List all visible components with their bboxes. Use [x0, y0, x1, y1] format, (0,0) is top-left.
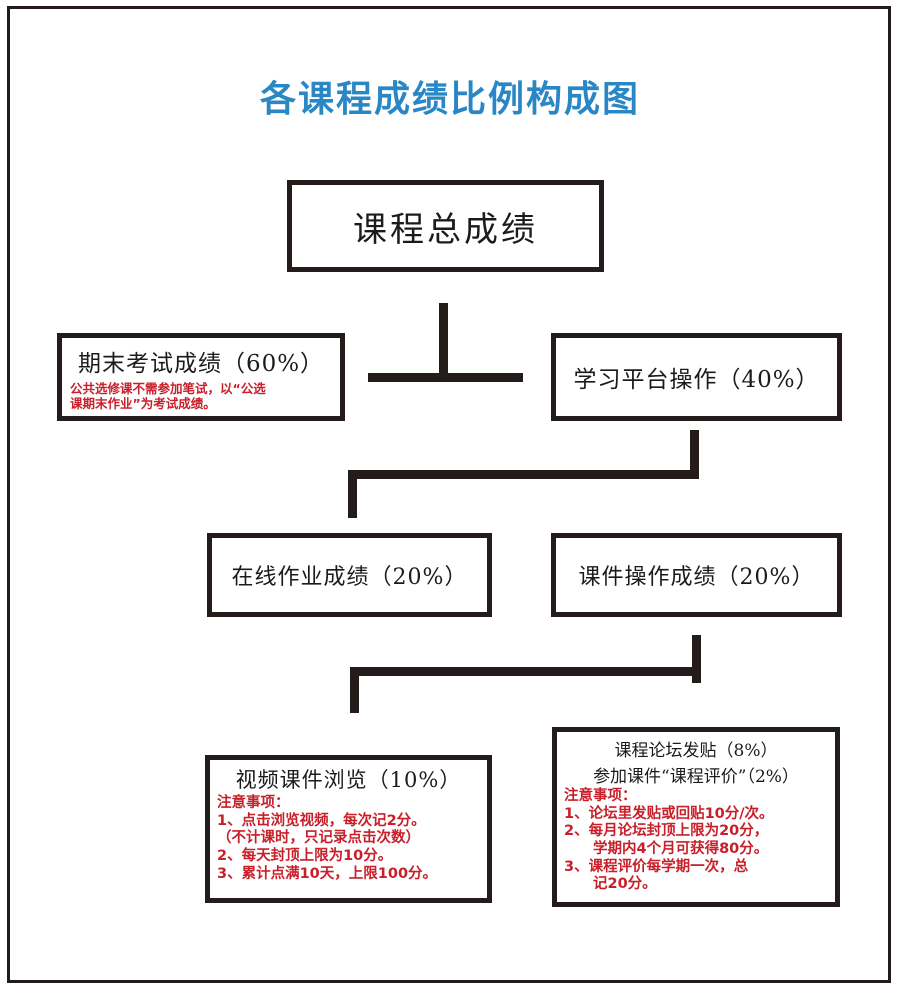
node-online-homework-label: 在线作业成绩（20%）: [231, 565, 468, 590]
node-video-browse-note: 注意事项： 1、点击浏览视频，每次记2分。 （不计课时，只记录点击次数） 2、每…: [217, 795, 438, 882]
connector-courseware-crossbar: [350, 667, 701, 676]
node-courseware-operation-label: 课件操作成绩（20%）: [578, 565, 815, 590]
node-final-exam-note: 公共选修课不需参加笔试，以“公选 课期末作业”为考试成绩。: [70, 381, 266, 412]
page-title: 各课程成绩比例构成图: [259, 79, 640, 120]
node-platform-operation[interactable]: 学习平台操作（40%）: [551, 333, 842, 421]
connector-total-crossbar: [368, 373, 523, 382]
node-courseware-operation[interactable]: 课件操作成绩（20%）: [551, 533, 842, 617]
connector-platform-stem: [690, 430, 699, 478]
connector-platform-crossbar: [348, 470, 699, 479]
node-course-forum-note: 注意事项： 1、论坛里发贴或回贴10分/次。 2、每月论坛封顶上限为20分， 学…: [564, 788, 774, 893]
connector-total-stem: [439, 303, 448, 376]
node-course-forum[interactable]: 课程论坛发贴（8%） 参加课件“课程评价”（2%） 注意事项： 1、论坛里发贴或…: [552, 727, 840, 907]
node-platform-operation-label: 学习平台操作（40%）: [573, 367, 820, 393]
node-final-exam-label: 期末考试成绩（60%）: [77, 351, 325, 377]
node-total-score-label: 课程总成绩: [353, 209, 538, 250]
node-course-forum-label: 课程论坛发贴（8%）: [614, 741, 778, 761]
node-video-browse[interactable]: 视频课件浏览（10%） 注意事项： 1、点击浏览视频，每次记2分。 （不计课时，…: [205, 755, 492, 903]
node-final-exam[interactable]: 期末考试成绩（60%） 公共选修课不需参加笔试，以“公选 课期末作业”为考试成绩…: [57, 333, 345, 421]
node-total-score[interactable]: 课程总成绩: [287, 180, 604, 272]
connector-courseware-branch-left: [350, 667, 359, 713]
node-online-homework[interactable]: 在线作业成绩（20%）: [207, 533, 492, 617]
node-video-browse-label: 视频课件浏览（10%）: [235, 768, 462, 792]
connector-courseware-stem: [692, 635, 701, 683]
connector-platform-branch-left: [348, 470, 357, 518]
node-course-evaluation-label: 参加课件“课程评价”（2%）: [593, 767, 799, 787]
